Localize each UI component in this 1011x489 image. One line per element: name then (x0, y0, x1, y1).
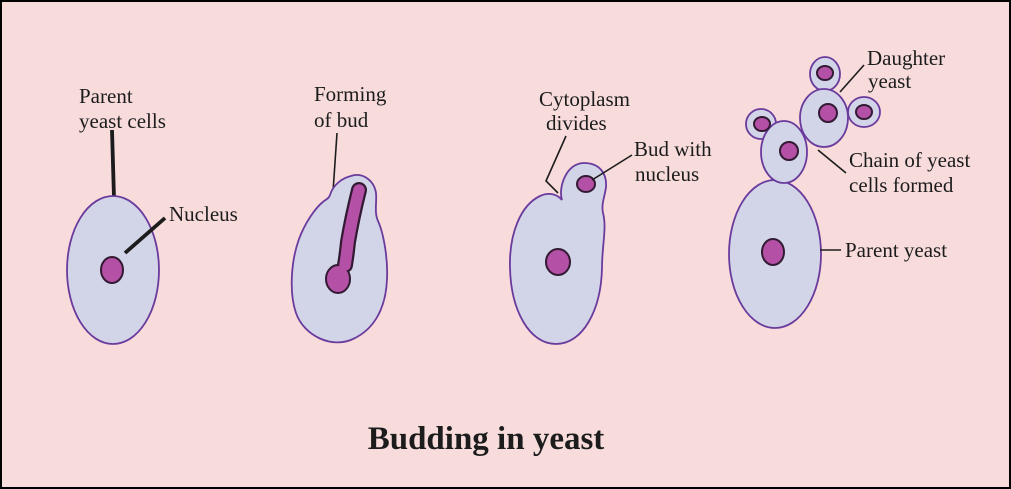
parent-yeast-cells-label-line1: Parent (79, 84, 133, 108)
stage-forming-of-bud: Forming of bud (290, 82, 389, 344)
chain-of-yeast-label-line1: Chain of yeast (849, 148, 970, 172)
stage-chain-of-yeast-cells: Daughter yeast Chain of yeast cells form… (728, 46, 970, 329)
daughter-right-nucleus (855, 104, 873, 120)
daughter-yeast-label-line2: yeast (868, 69, 911, 93)
parent-yeast-nucleus (761, 238, 785, 266)
daughter-left-nucleus (753, 116, 771, 132)
nucleus-label: Nucleus (169, 202, 238, 226)
forming-of-bud-pointer-line (332, 132, 338, 193)
elongating-nucleus-bulb (325, 264, 351, 294)
daughter-yeast-pointer-line (839, 64, 865, 93)
cytoplasm-divides-pointer-line (545, 135, 567, 194)
chain-pointer-line (817, 149, 847, 174)
bud-with-nucleus-label-line2: nucleus (635, 162, 699, 186)
diagram-title: Budding in yeast (368, 421, 605, 457)
bud-with-nucleus-pointer-line (591, 154, 633, 181)
nucleus-label-pointer-line (123, 216, 167, 255)
chain-upper-nucleus (818, 103, 838, 123)
daughter-top-nucleus (816, 65, 834, 81)
cytoplasm-divides-label-line2: divides (546, 111, 607, 135)
parent-yeast-label: Parent yeast (845, 238, 947, 262)
bud-nucleus (576, 175, 596, 193)
forming-of-bud-label-line2: of bud (314, 108, 369, 132)
dividing-cell-nucleus (545, 248, 571, 276)
parent-yeast-cells-label-line2: yeast cells (79, 109, 166, 133)
bud-with-nucleus-label-line1: Bud with (634, 137, 712, 161)
elongating-nucleus (325, 182, 367, 294)
stage-parent-yeast-cell: Parent yeast cells Nucleus (66, 84, 238, 345)
parent-label-pointer-line (110, 129, 116, 199)
chain-middle-nucleus (779, 141, 799, 161)
parent-cell-nucleus (100, 256, 124, 284)
chain-of-yeast-label-line2: cells formed (849, 173, 954, 197)
stage-cytoplasm-divides: Cytoplasm divides Bud with nucleus (509, 87, 712, 345)
forming-of-bud-label-line1: Forming (314, 82, 387, 106)
cytoplasm-divides-label-line1: Cytoplasm (539, 87, 630, 111)
daughter-yeast-label-line1: Daughter (867, 46, 945, 70)
elongating-nucleus-core (339, 184, 365, 271)
